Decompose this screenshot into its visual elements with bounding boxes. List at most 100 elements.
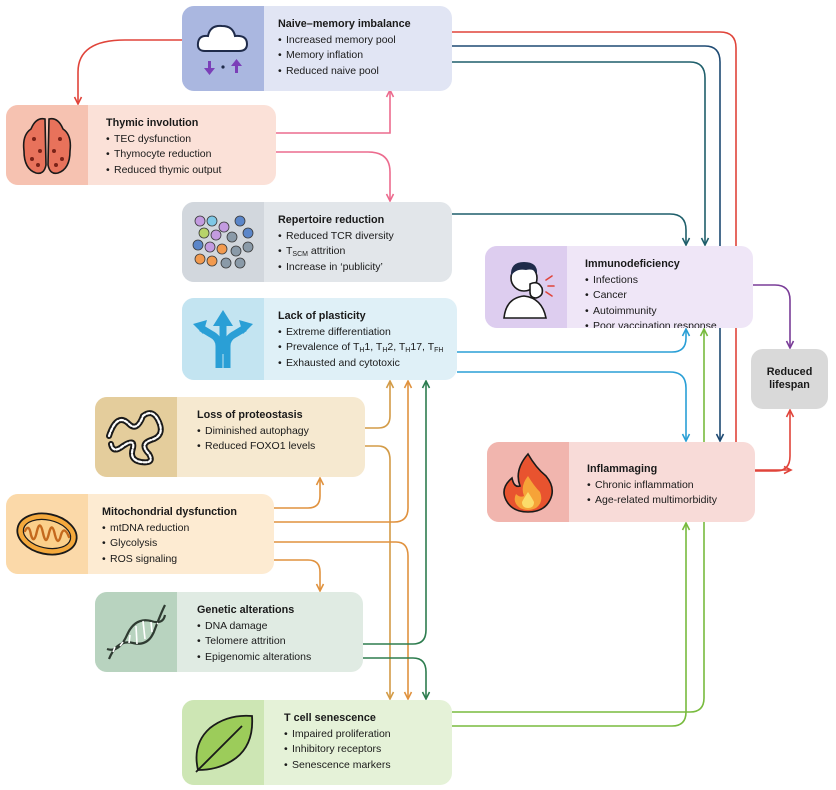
thymic-to-repertoire-arrow (276, 151, 395, 203)
list-item: Telomere attrition (197, 634, 357, 649)
item-list: Increased memory pool Memory inflation R… (278, 33, 446, 79)
loss-of-proteostasis-text: Loss of proteostasis Diminished autophag… (197, 408, 359, 455)
list-item: Impaired proliferation (284, 727, 446, 742)
t-cell-senescence-box: T cell senescence Impaired proliferation… (182, 700, 452, 785)
senescence-to-inflamm-arrow (452, 521, 691, 727)
loss-of-proteostasis-box: Loss of proteostasis Diminished autophag… (95, 397, 365, 477)
repertoire-reduction-text: Repertoire reduction Reduced TCR diversi… (278, 213, 446, 275)
item-list: Chronic inflammation Age-related multimo… (587, 478, 749, 509)
box-title: Mitochondrial dysfunction (102, 506, 237, 518)
list-item: Increase in ‘publicity’ (278, 260, 446, 275)
immuno-to-lifespan-arrow (753, 284, 795, 350)
naive-to-inflamm-arrow (452, 45, 725, 443)
item-list: Infections Cancer Autoimmunity Poor vacc… (585, 273, 747, 328)
inflamm-to-lifespan-arrow (755, 408, 795, 472)
lack-of-plasticity-text: Lack of plasticity Extreme differentiati… (278, 309, 451, 371)
th2-t: T (375, 341, 383, 354)
item-list: Extreme differentiation Prevalence of TH… (278, 325, 451, 371)
list-item: Senescence markers (284, 758, 446, 773)
naive-memory-text: Naive–memory imbalance Increased memory … (278, 17, 446, 79)
list-item: Exhausted and cytotoxic (278, 356, 451, 371)
list-item: Diminished autophagy (197, 424, 359, 439)
list-item: Autoimmunity (585, 304, 747, 319)
list-item: Chronic inflammation (587, 478, 749, 493)
immunodeficiency-text: Immunodeficiency Infections Cancer Autoi… (585, 257, 747, 328)
list-item: Inhibitory receptors (284, 742, 446, 757)
item-list: Diminished autophagy Reduced FOXO1 level… (197, 424, 359, 455)
list-item: Poor vaccination response (585, 319, 747, 328)
reduced-lifespan-box: Reduced lifespan (751, 349, 828, 409)
prevalence-prefix: Prevalence of (286, 341, 353, 354)
lack-of-plasticity-box: Lack of plasticity Extreme differentiati… (182, 298, 457, 380)
list-item: DNA damage (197, 619, 357, 634)
th1-subscript: H (359, 347, 365, 355)
list-item: Extreme differentiation (278, 325, 451, 340)
tfh-subscript: FH (434, 347, 444, 355)
genetic-alterations-text: Genetic alterations DNA damage Telomere … (197, 603, 357, 665)
item-list: DNA damage Telomere attrition Epigenomic… (197, 619, 357, 665)
box-title: Naive–memory imbalance (278, 18, 411, 30)
inflammaging-text: Inflammaging Chronic inflammation Age-re… (587, 462, 749, 509)
thymic-involution-text: Thymic involution TEC dysfunction Thymoc… (106, 116, 270, 178)
box-title: Reduced lifespan (766, 366, 813, 391)
list-item: mtDNA reduction (102, 521, 268, 536)
box-title: Inflammaging (587, 463, 658, 475)
list-item: Reduced FOXO1 levels (197, 439, 359, 454)
box-title: Repertoire reduction (278, 214, 385, 226)
naive-memory-imbalance-box: Naive–memory imbalance Increased memory … (182, 6, 452, 91)
fire-icon (487, 442, 569, 522)
list-item: Increased memory pool (278, 33, 446, 48)
genetic-alterations-box: Genetic alterations DNA damage Telomere … (95, 592, 363, 672)
box-title: Lack of plasticity (278, 310, 366, 322)
list-item: Infections (585, 273, 747, 288)
list-item: Reduced TCR diversity (278, 229, 446, 244)
t-cell-senescence-text: T cell senescence Impaired proliferation… (284, 711, 446, 773)
repertoire-to-immuno-arrow (452, 213, 691, 247)
thymic-involution-box: Thymic involution TEC dysfunction Thymoc… (6, 105, 276, 185)
repertoire-reduction-box: Repertoire reduction Reduced TCR diversi… (182, 202, 452, 282)
th17-t: T (398, 341, 406, 354)
tfh-t: T (427, 341, 435, 354)
cell-dots-icon (182, 202, 264, 282)
list-item: Thymocyte reduction (106, 147, 270, 162)
cloud-icon (182, 6, 264, 91)
naive-to-thymic-arrow (73, 39, 182, 106)
plasticity-to-inflamm-arrow (457, 371, 691, 443)
box-title: Immunodeficiency (585, 258, 680, 270)
leaf-icon (182, 700, 264, 785)
box-title: T cell senescence (284, 712, 376, 724)
thymus-icon (6, 105, 88, 185)
diverging-arrows-icon (182, 298, 264, 380)
item-list: TEC dysfunction Thymocyte reduction Redu… (106, 132, 270, 178)
th17-num: 17, (410, 341, 428, 354)
proteostasis-to-senescence-arrow (365, 445, 395, 701)
item-list: mtDNA reduction Glycolysis ROS signaling (102, 521, 268, 567)
mitochondrial-dysfunction-text: Mitochondrial dysfunction mtDNA reductio… (102, 505, 268, 567)
thymic-to-naive-arrow (276, 88, 395, 134)
mito-to-proteostasis-arrow (274, 476, 325, 509)
genetic-to-senescence-arrow (363, 657, 431, 701)
list-item: TSCM attrition (278, 244, 446, 259)
sick-person-icon (485, 246, 567, 328)
th1-t: T (352, 341, 360, 354)
th1-num: 1, (364, 341, 376, 354)
naive-to-immuno-arrow (452, 61, 710, 247)
tscm-subscript: SCM (292, 251, 308, 259)
list-item: Epigenomic alterations (197, 650, 357, 665)
list-item: Memory inflation (278, 48, 446, 63)
tscm-t: T (286, 245, 293, 258)
mito-to-genetic-arrow (274, 559, 325, 593)
inflammaging-box: Inflammaging Chronic inflammation Age-re… (487, 442, 755, 522)
th2-num: 2, (387, 341, 399, 354)
list-item: TEC dysfunction (106, 132, 270, 147)
proteostasis-to-plasticity-arrow (365, 379, 395, 429)
list-item: Glycolysis (102, 536, 268, 551)
box-title: Loss of proteostasis (197, 409, 303, 421)
dna-helix-icon (95, 592, 177, 672)
list-item: Reduced naive pool (278, 64, 446, 79)
list-item: Age-related multimorbidity (587, 493, 749, 508)
item-list: Reduced TCR diversity TSCM attrition Inc… (278, 229, 446, 275)
mitochondrial-dysfunction-box: Mitochondrial dysfunction mtDNA reductio… (6, 494, 274, 574)
protein-icon (95, 397, 177, 477)
immunodeficiency-box: Immunodeficiency Infections Cancer Autoi… (485, 246, 753, 328)
